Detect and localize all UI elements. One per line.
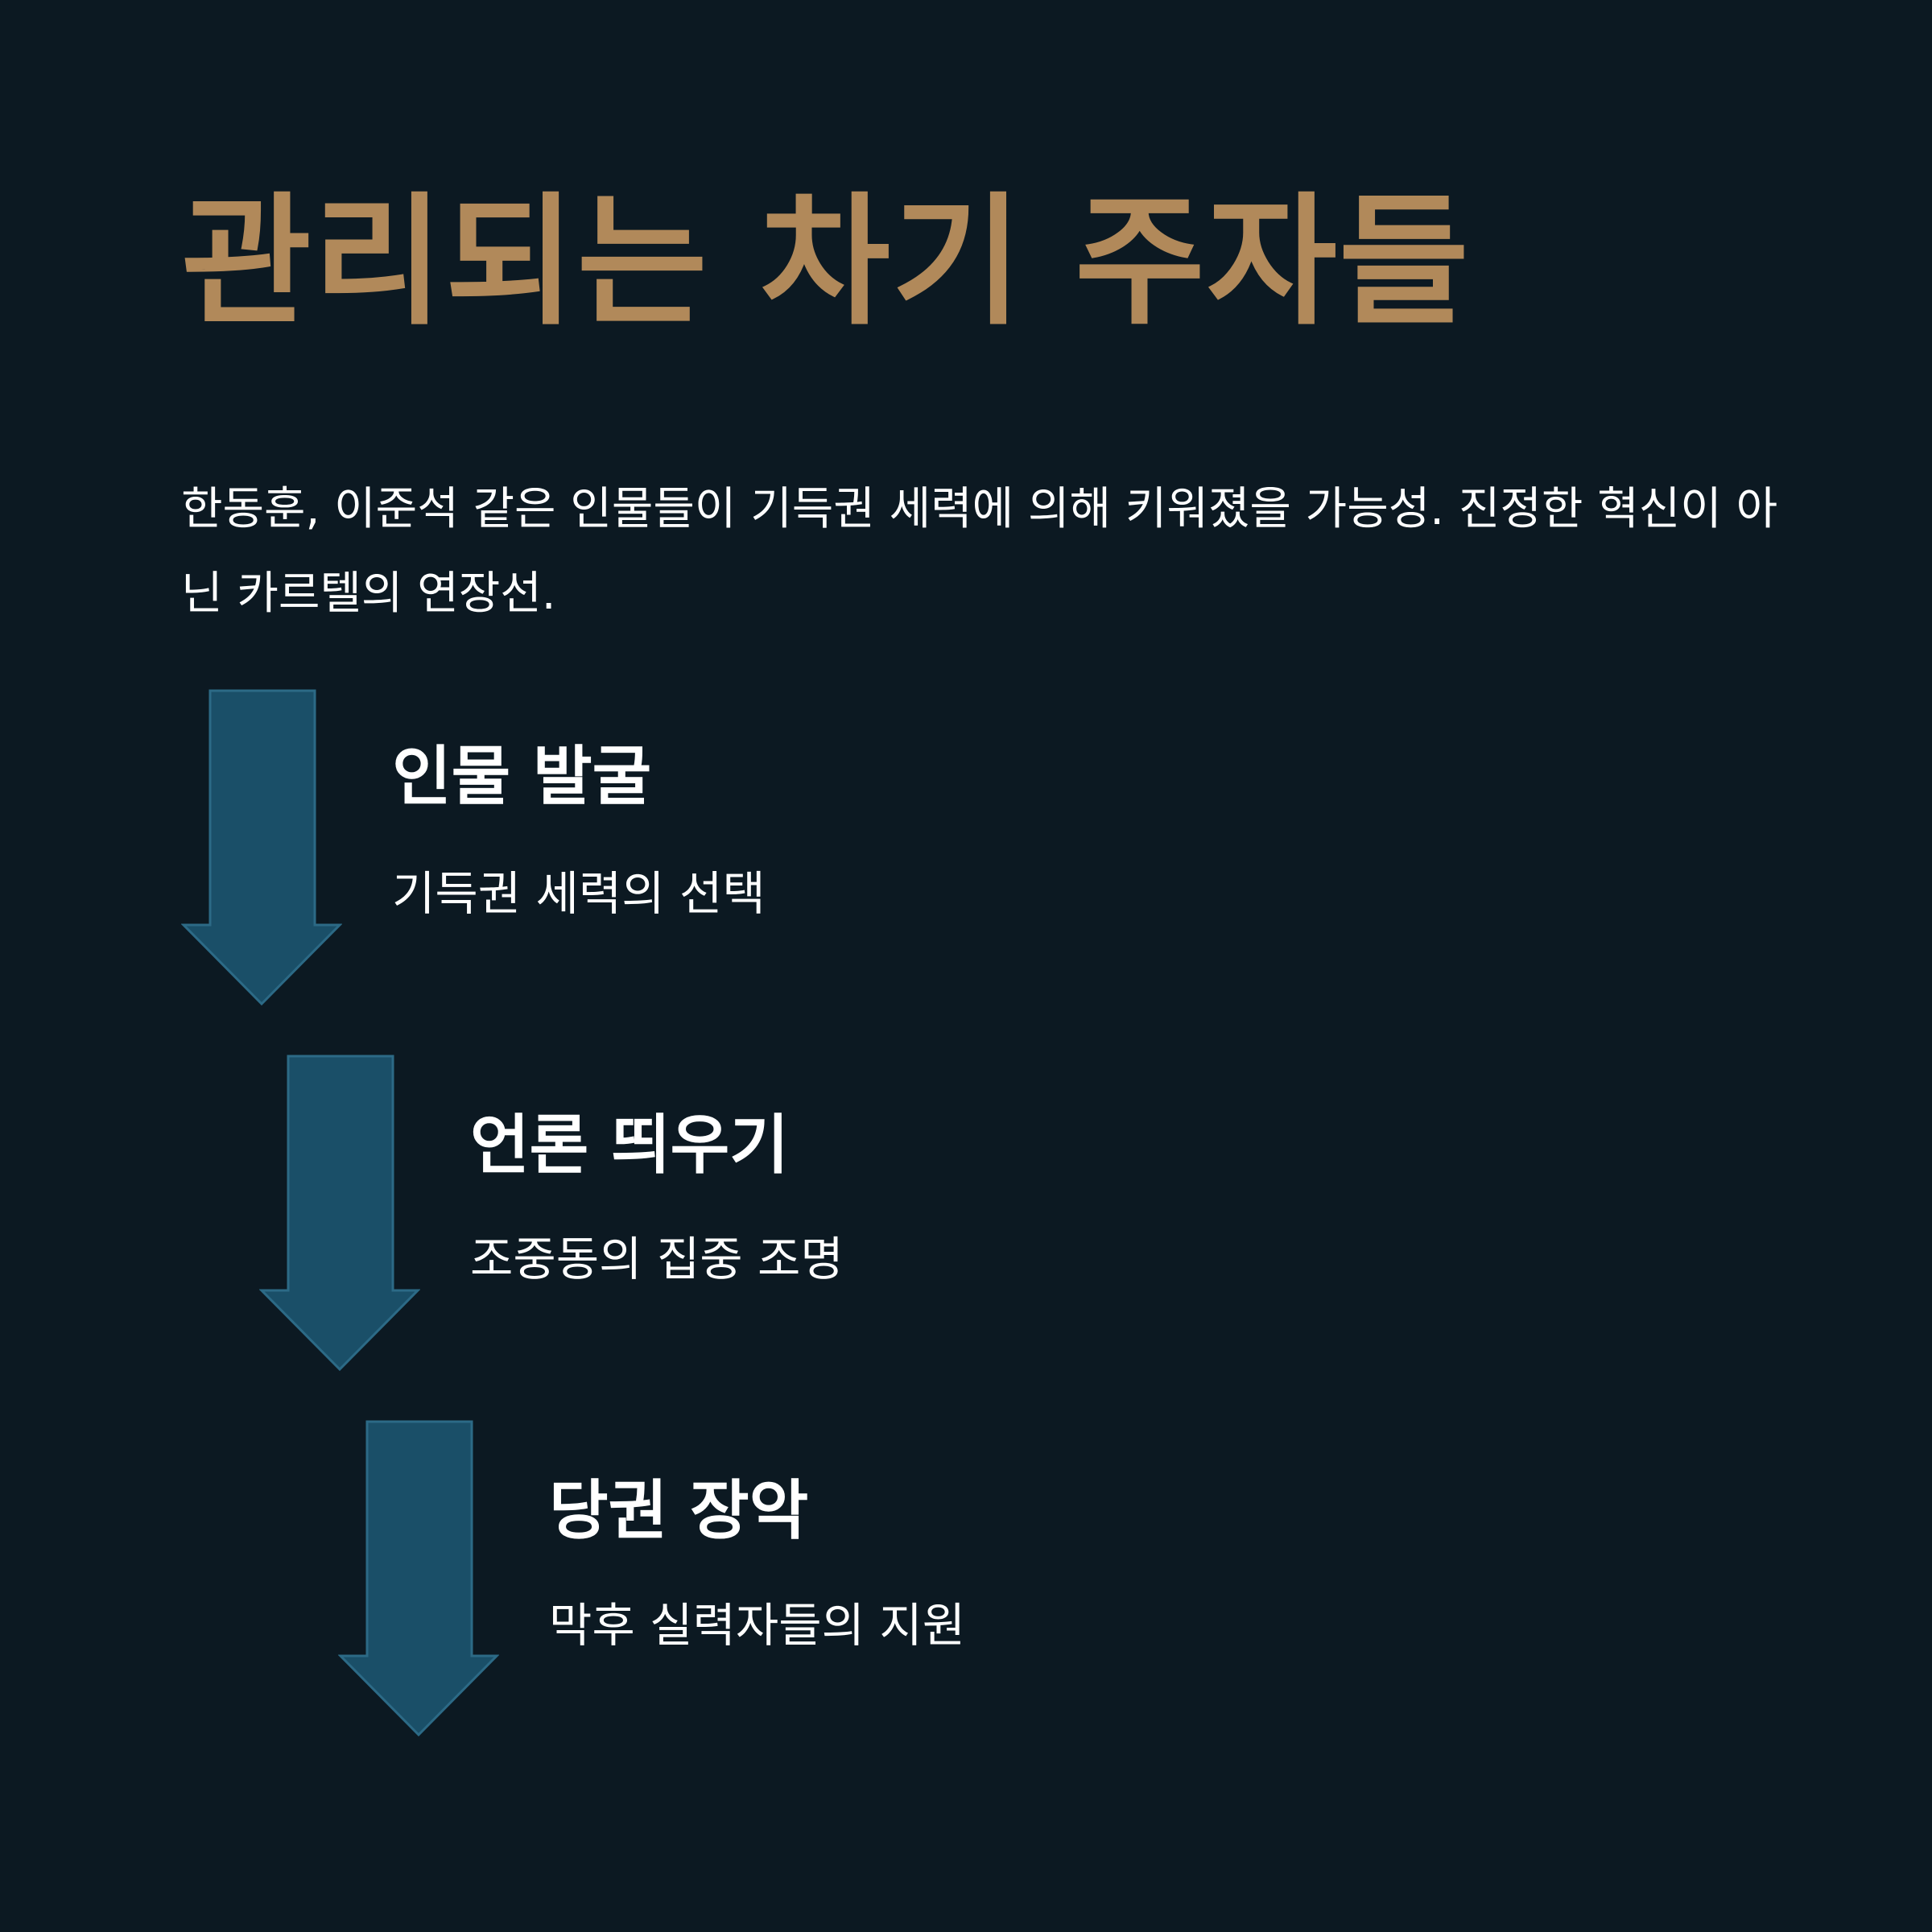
step-2-arrow-icon	[259, 1055, 420, 1372]
intro-text: 한동훈, 이준석 같은 인물들이 기득권 세력에 의해 키워졌을 가능성. 진정…	[181, 483, 1778, 620]
step-3-arrow-icon	[338, 1420, 499, 1737]
step-1-description: 기득권 세력의 선택	[392, 866, 766, 921]
step-3-description: 막후 실력자들의 지원	[549, 1598, 966, 1653]
step-3-title: 당권 장악	[549, 1473, 809, 1548]
step-2-description: 조중동의 집중 조명	[470, 1232, 844, 1286]
step-1-arrow-icon	[181, 689, 342, 1006]
page-title: 관리되는 차기 주자들	[181, 180, 1471, 345]
step-2-title: 언론 띄우기	[470, 1108, 789, 1183]
step-1-title: 인물 발굴	[392, 739, 652, 814]
